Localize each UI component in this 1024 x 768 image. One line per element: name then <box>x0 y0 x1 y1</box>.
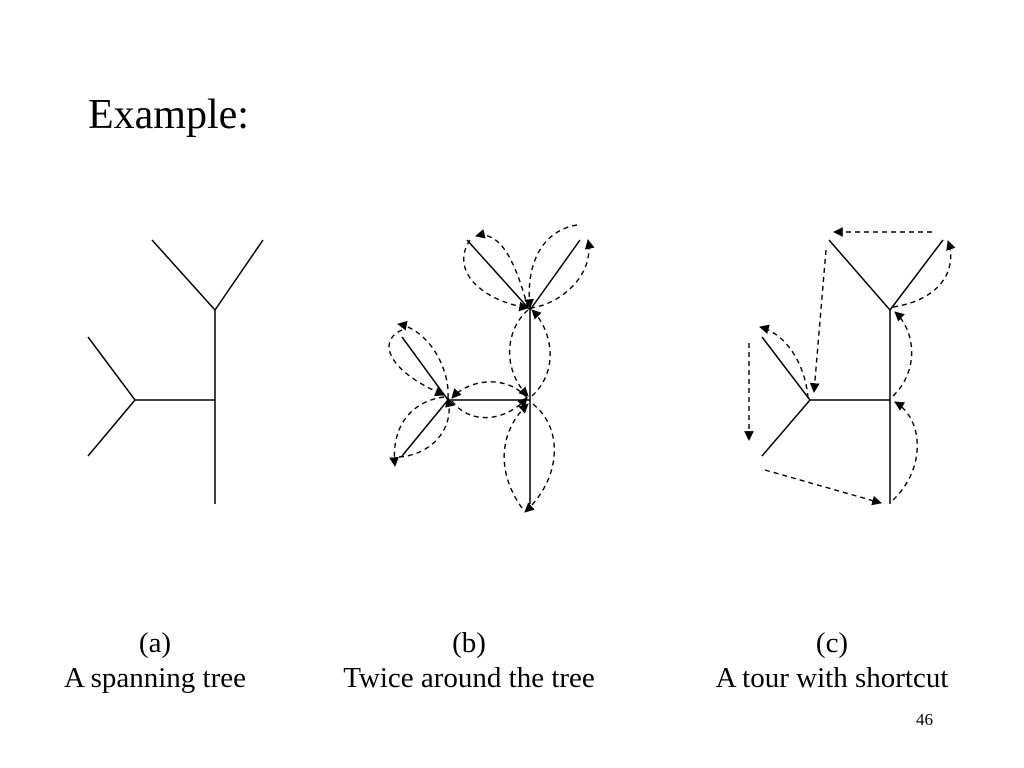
caption-a: (a) A spanning tree <box>0 626 315 696</box>
caption-b-text: Twice around the tree <box>343 661 595 694</box>
panel-b-euler-walk <box>388 224 595 513</box>
caption-a-label: (a) <box>138 627 172 659</box>
caption-b-label: (b) <box>452 627 486 659</box>
caption-a-text: A spanning tree <box>63 661 246 694</box>
caption-c-label: (c) <box>815 627 849 659</box>
caption-c: (c) A tour with shortcut <box>672 626 992 696</box>
panel-a-tree <box>87 239 264 504</box>
slide-title: Example: <box>88 92 249 138</box>
caption-b: (b) Twice around the tree <box>309 626 629 696</box>
caption-c-text: A tour with shortcut <box>715 661 949 694</box>
panel-c-tour <box>744 227 956 506</box>
page-number: 46 <box>916 710 933 729</box>
panel-c-tree <box>761 239 944 504</box>
